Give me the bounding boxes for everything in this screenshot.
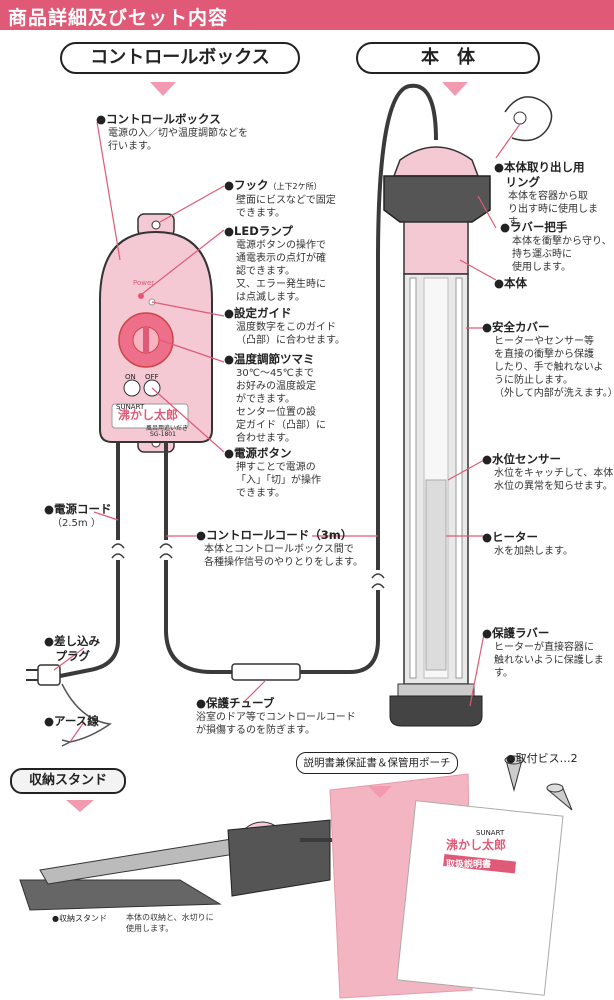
label-body: ●本体 (494, 276, 528, 290)
label-protect-rubber: ●保護ラバー ヒーターが直接容器に 触れないように保護しま す。 (482, 626, 604, 679)
page-title: 商品詳細及びセット内容 (8, 7, 229, 29)
product-name: 沸かし太郎 (118, 408, 179, 422)
off-button[interactable] (144, 381, 160, 397)
label-protect-tube: ●保護チューブ 浴室のドア等でコントロールコード が損傷するのを防ぎます。 (196, 696, 356, 736)
off-label: OFF (145, 373, 159, 381)
label-plug: ●差し込み プラグ (44, 634, 101, 663)
protect-tube (231, 663, 301, 681)
model-label: SG-1801 (150, 431, 176, 438)
label-control-cord: ●コントロールコード（3m） 本体とコントロールボックス間で 各種操作信号のやり… (196, 528, 363, 568)
manual (396, 800, 564, 996)
label-safety-cover: ●安全カバー ヒーターやセンサー等 を直接の衝撃から保護 したり、手で触れないよ… (482, 320, 614, 399)
storage-stand (19, 819, 340, 911)
control-box (99, 213, 213, 453)
label-knob: ●温度調節ツマミ 30℃～45℃まで お好みの温度設定 ができます。 センター位… (224, 352, 326, 444)
on-label: ON (125, 373, 136, 381)
model-sub: 風呂用追いだき (146, 425, 189, 432)
section-main-body: 本 体 (356, 42, 540, 74)
down-arrow-icon (442, 82, 468, 96)
label-power-cord: ●電源コード （2.5m ） (44, 502, 112, 529)
manual-title: 取扱説明書 (446, 860, 492, 870)
stand-desc: 本体の収納と、水切りに 使用します。 (126, 913, 214, 933)
manual-brand: SUNART (476, 829, 505, 837)
down-arrow-icon (150, 82, 176, 96)
brand-label: SUNART (116, 403, 145, 411)
label-heater: ●ヒーター 水を加熱します。 (482, 530, 573, 557)
page-header: 商品詳細及びセット内容 (0, 0, 614, 30)
label-water-sensor: ●水位センサー 水位をキャッチして、本体 水位の異常を知らせます。 (482, 452, 614, 492)
label-power-button: ●電源ボタン 押すことで電源の 「入」「切」が操作 できます。 (224, 446, 321, 499)
label-control-box: ●コントロールボックス 電源の入／切や温度調節などを 行います。 (96, 112, 248, 152)
heater-body (383, 146, 491, 727)
power-led-label: Power (133, 279, 155, 287)
screws-label: ●取付ビス…2 (506, 752, 578, 765)
label-hook: ●フック（上下2ケ所） 壁面にビスなどで固定 できます。 (224, 178, 336, 219)
stand-caption: ●収納スタンド (52, 914, 107, 923)
docs-section-title: 説明書兼保証書＆保管用ポーチ (296, 752, 458, 774)
label-rubber-grip: ●ラバー把手 本体を衝撃から守り、 持ち運ぶ時に 使用します。 (500, 220, 612, 273)
label-guide: ●設定ガイド 温度数字をこのガイド （凸部）に合わせます。 (224, 306, 345, 346)
label-led: ●LEDランプ 電源ボタンの操作で 通電表示の点灯が確 認できます。 又、エラー… (224, 224, 326, 303)
on-button[interactable] (124, 381, 140, 397)
label-ring: ●本体取り出し用 リング 本体を容器から取 り出す時に使用します。 (494, 160, 598, 228)
manual-product-name: 沸かし太郎 (446, 838, 507, 852)
stand-section-title: 収納スタンド (10, 768, 126, 794)
label-earth: ●アース線 (44, 714, 99, 728)
section-control-box: コントロールボックス (60, 42, 300, 74)
